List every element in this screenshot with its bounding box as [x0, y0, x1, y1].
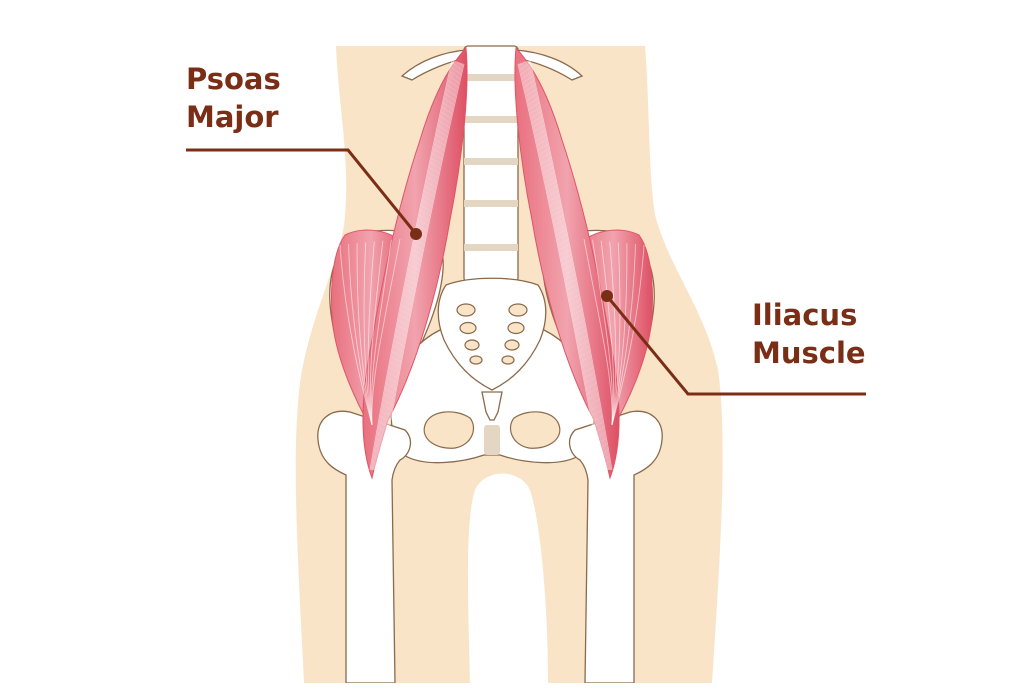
sacral-foramen: [456, 303, 476, 317]
muscle-fiber: [583, 238, 613, 426]
disc: [464, 74, 518, 81]
muscle-fiber: [371, 238, 401, 426]
muscle-fiber: [375, 61, 458, 471]
psoas-leader-line: [186, 148, 418, 235]
muscle-fiber: [524, 61, 607, 471]
muscle-fiber: [609, 241, 617, 426]
femur-right: [568, 410, 663, 684]
muscle-fiber: [529, 59, 613, 471]
muscle-fiber: [339, 244, 373, 426]
muscle-fiber: [611, 243, 628, 426]
disc: [464, 158, 518, 165]
muscle-fiber: [379, 63, 463, 471]
muscle-fiber: [371, 60, 455, 471]
muscle-fiber: [517, 63, 601, 471]
leader-dot: [410, 228, 422, 240]
muscle-fiber: [381, 63, 465, 471]
muscle-fiber: [521, 62, 605, 471]
sacral-foramen: [469, 355, 483, 365]
muscle-fiber: [518, 63, 602, 471]
muscle-fiber: [372, 60, 456, 471]
muscle-fiber: [520, 62, 604, 471]
sacral-foramen: [501, 355, 515, 365]
disc: [464, 244, 518, 251]
muscle-fiber: [592, 239, 614, 426]
disc: [464, 116, 518, 123]
muscle-fiber: [373, 61, 457, 471]
muscle-fiber: [519, 63, 603, 471]
muscle-fiber: [369, 59, 453, 471]
muscle-fibers: [339, 59, 645, 471]
muscle-fiber: [528, 60, 612, 471]
muscle-fiber: [370, 239, 392, 426]
coccyx: [481, 391, 503, 421]
intervertebral-discs: [464, 74, 518, 251]
muscle-fiber: [367, 241, 375, 426]
label-line: Major: [186, 100, 279, 134]
sacral-foramina: [456, 303, 528, 365]
sacral-foramen: [504, 339, 520, 351]
label-line: Muscle: [752, 336, 866, 370]
muscle-fiber: [611, 244, 636, 426]
label-line: Iliacus: [752, 298, 858, 332]
muscle-fiber: [380, 63, 464, 471]
muscle-fiber: [370, 60, 454, 471]
pubic-symphysis: [484, 425, 500, 455]
muscle-fiber: [377, 62, 461, 471]
muscle-fiber: [526, 60, 610, 471]
muscle-fiber: [611, 244, 645, 426]
iliacus-leader-line: [605, 295, 866, 396]
label-line: Psoas: [186, 62, 281, 96]
leader-dot: [601, 290, 613, 302]
sacral-foramen: [507, 321, 525, 335]
obturator-left: [423, 411, 475, 449]
muscle-fiber: [369, 240, 384, 426]
muscle-fiber: [523, 62, 606, 471]
iliacus-muscle-label: Iliacus Muscle: [752, 296, 866, 372]
sacral-foramen: [459, 321, 477, 335]
rib-right: [515, 49, 584, 81]
muscle-fiber: [378, 62, 462, 471]
obturator-right: [509, 411, 561, 449]
disc: [464, 200, 518, 207]
psoas-major-label: Psoas Major: [186, 60, 281, 136]
muscle-fiber: [376, 62, 459, 471]
muscle-fiber: [356, 243, 373, 426]
muscle-fiber: [348, 244, 373, 426]
muscle-fiber: [600, 240, 615, 426]
muscle-fiber: [527, 60, 611, 471]
muscle-fiber: [611, 242, 621, 426]
sacral-foramen: [464, 339, 480, 351]
sacral-foramen: [508, 303, 528, 317]
muscle-fiber: [363, 242, 373, 426]
femur-left: [317, 410, 412, 684]
muscle-fiber: [525, 61, 609, 471]
